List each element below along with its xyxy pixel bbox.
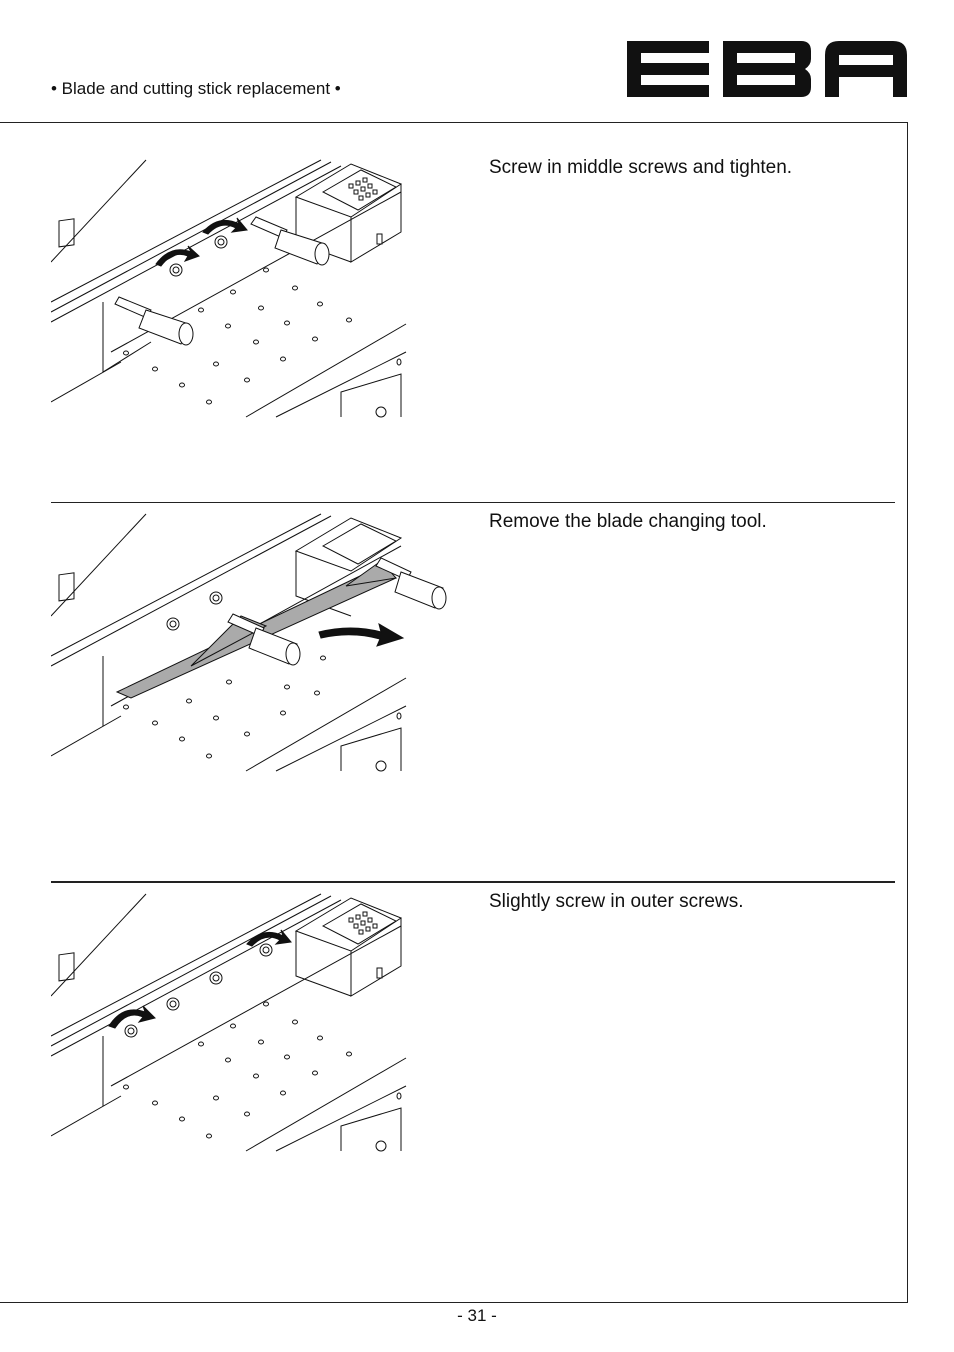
machine-illustration <box>51 513 447 772</box>
control-panel-box <box>294 517 403 617</box>
screws <box>166 591 223 631</box>
step-1-instruction: Screw in middle screws and tighten. <box>489 157 793 178</box>
step-divider <box>51 881 895 883</box>
machine-illustration <box>51 893 407 1152</box>
blade-changing-tool <box>115 557 447 699</box>
machine-illustration <box>51 159 407 418</box>
step-divider <box>51 502 895 503</box>
frame-bottom-line <box>0 1302 908 1303</box>
page-number: - 31 - <box>457 1306 497 1325</box>
frame-top-line <box>0 122 908 123</box>
screws <box>124 943 273 1038</box>
holes <box>123 267 352 405</box>
screws <box>169 235 228 277</box>
control-panel-box <box>294 163 403 263</box>
machine-base <box>51 893 407 1152</box>
eba-logo <box>627 41 907 97</box>
section-title: • Blade and cutting stick replacement • <box>51 79 341 98</box>
blade-tool-handles <box>114 216 330 346</box>
rotation-arrow-icons <box>155 217 248 267</box>
pull-arrow-icon <box>318 622 405 647</box>
holes <box>123 1001 352 1139</box>
frame-right-line <box>907 122 908 1303</box>
step-3-instruction: Slightly screw in outer screws. <box>489 891 744 912</box>
control-panel-box <box>294 897 403 997</box>
rotation-arrow-icons <box>108 929 292 1029</box>
step-2-instruction: Remove the blade changing tool. <box>489 511 767 532</box>
